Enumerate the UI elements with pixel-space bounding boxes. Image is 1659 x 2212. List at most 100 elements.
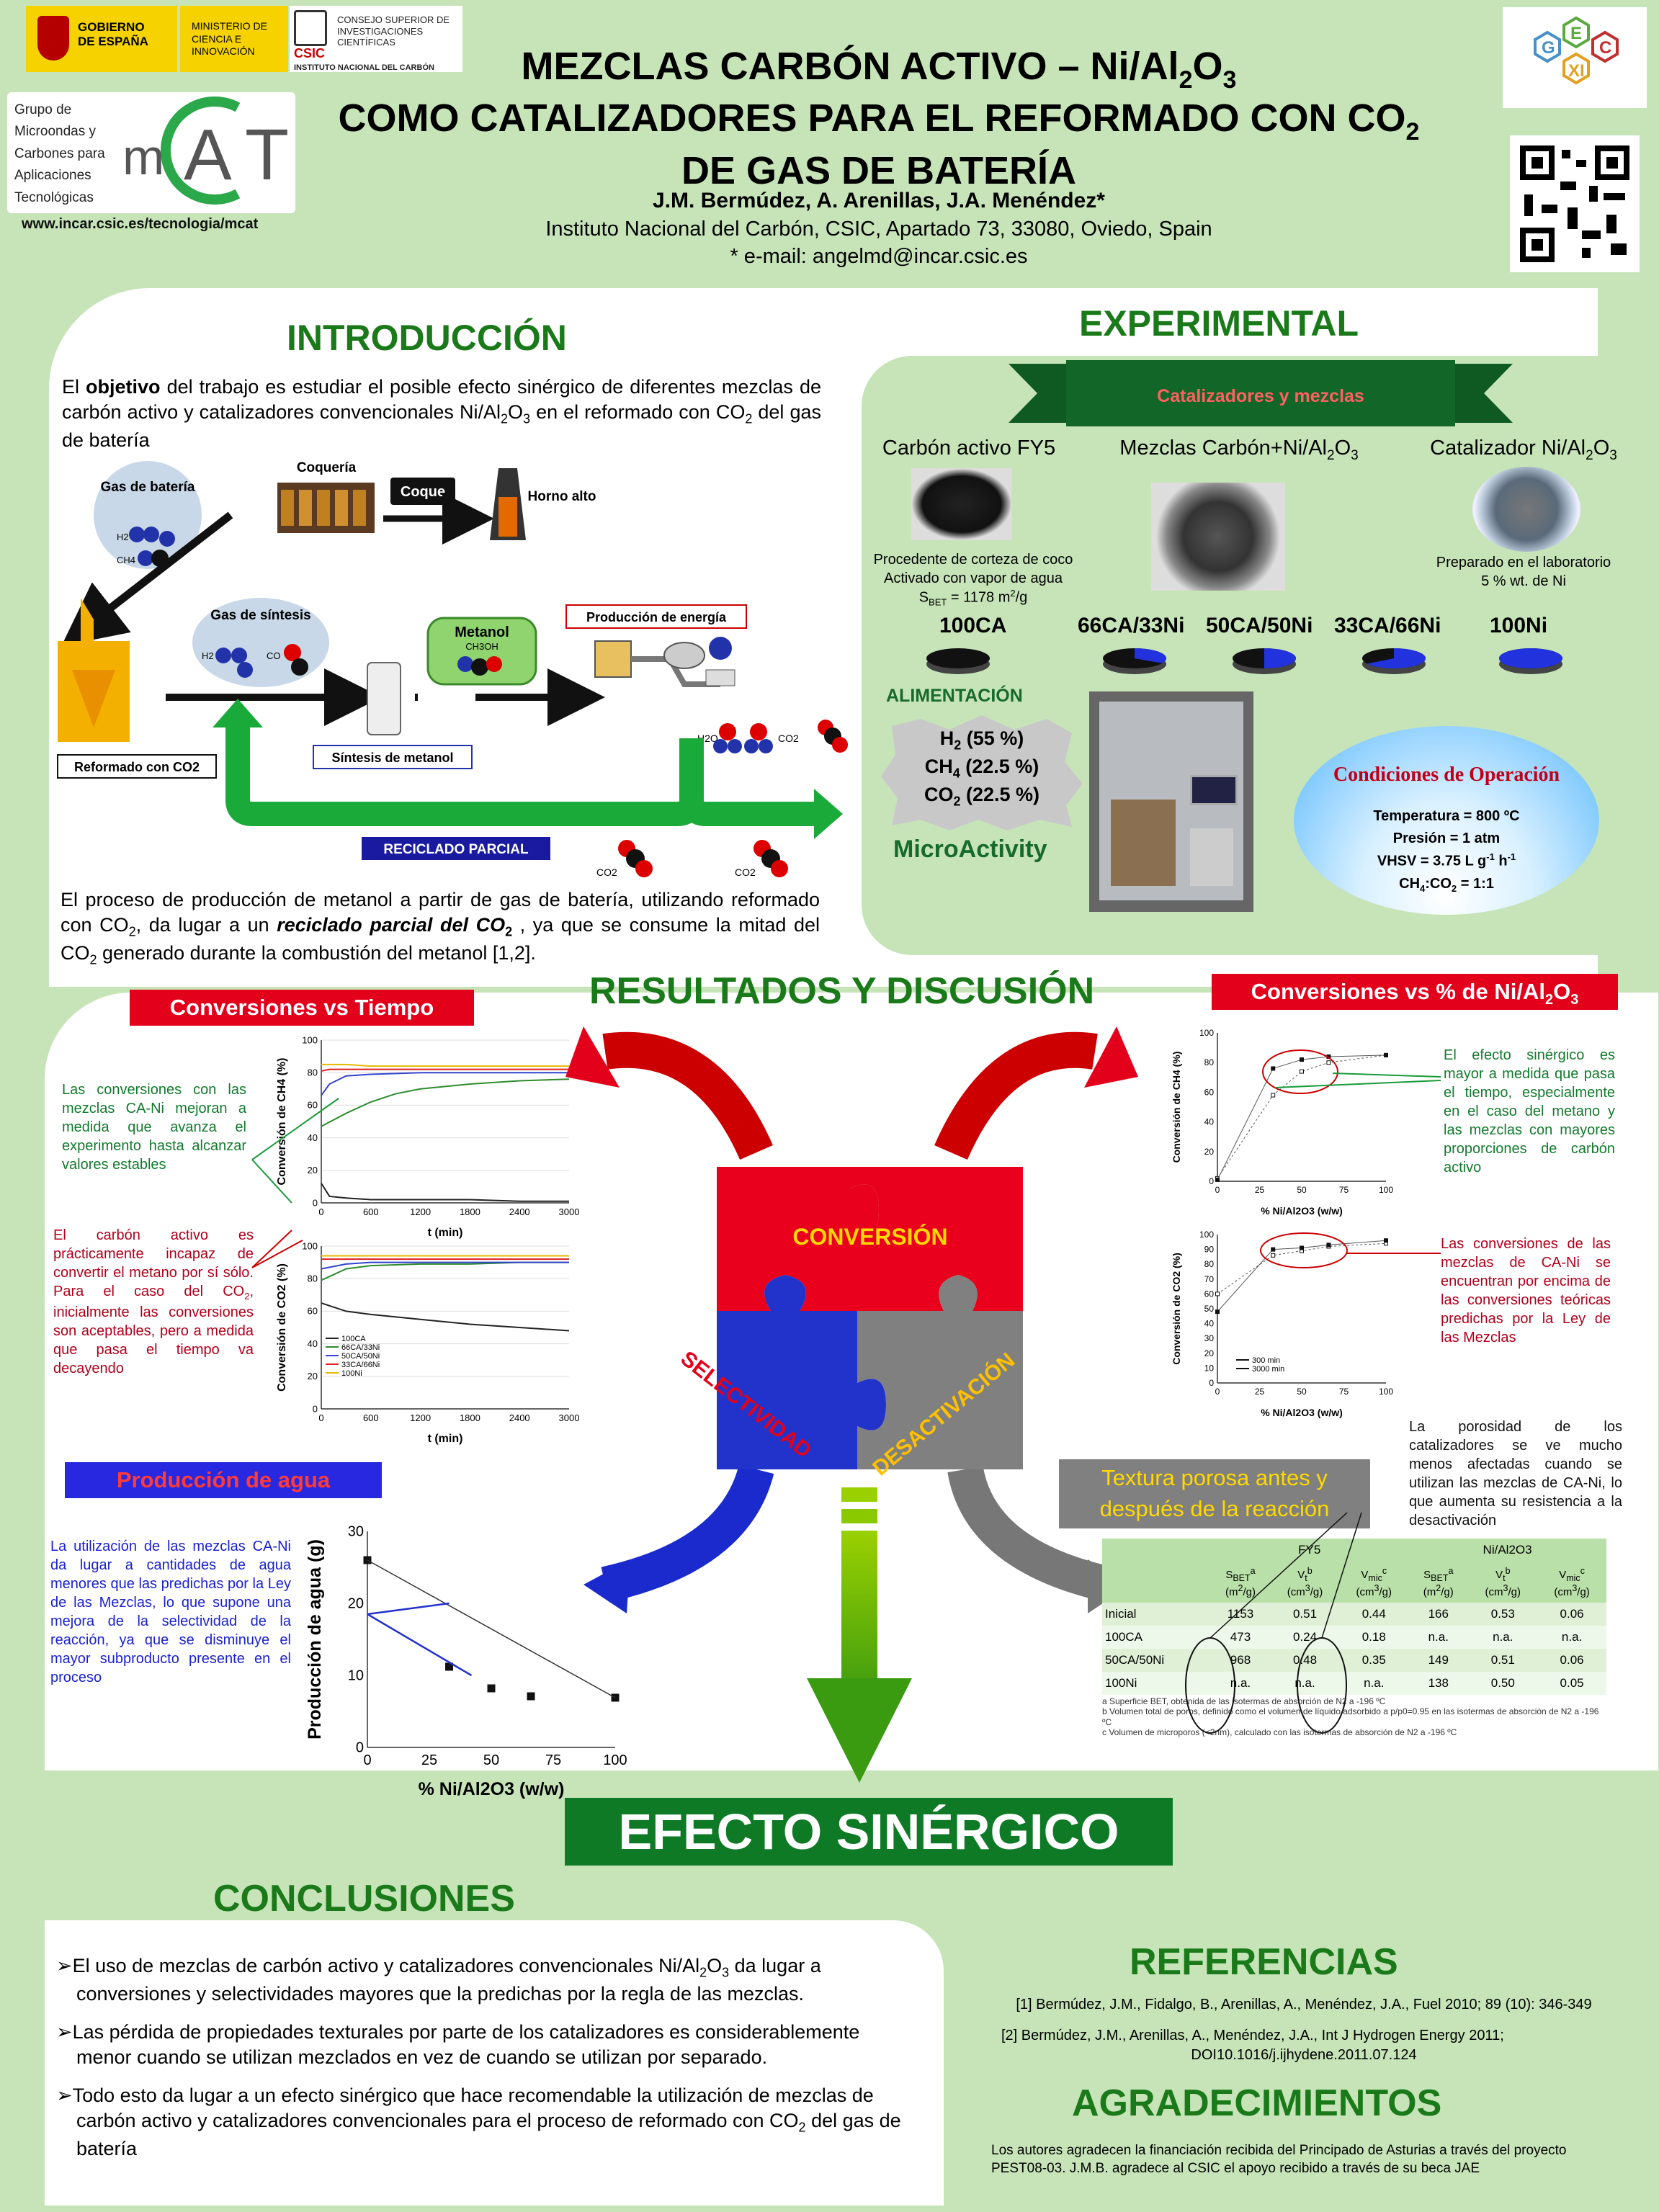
group-ni: Ni/Al2O3 [1483,1543,1532,1557]
annotation-time-red: El carbón activo es prácticamente incapa… [53,1227,254,1376]
y-tick-label: 60 [1204,1289,1215,1299]
feed-composition: H2 (55 %) CH4 (22.5 %) CO2 (22.5 %) [924,727,1040,808]
x-tick-label: 2400 [509,1206,530,1217]
y-tick-label: 60 [1204,1087,1215,1097]
references-heading: REFERENCIAS [1130,1941,1398,1983]
power-plant-icon [594,637,735,687]
col2-label: Mezclas Carbón+Ni/Al2O3 [1119,436,1359,463]
efecto-sinergico-banner: EFECTO SINÉRGICO [565,1798,1173,1866]
intro-paragraph-1: El objetivo del trabajo es estudiar el p… [62,376,821,451]
x-tick-label: 1200 [410,1412,431,1423]
x-tick-label: 50 [1297,1185,1307,1195]
conditions-title: Condiciones de Operación [1333,764,1560,786]
reciclado-tag [362,837,550,860]
x-tick-label: 50 [483,1752,499,1768]
poster-title: MEZCLAS CARBÓN ACTIVO – Ni/Al2O3 COMO CA… [338,45,1420,192]
y-axis-label: Conversión de CH4 (%) [1171,1052,1182,1163]
intro-paragraph-2: El proceso de producción de metanol a pa… [61,889,820,967]
legend-label: 33CA/66Ni [341,1361,380,1369]
arrow-to-time-chart [602,1031,773,1160]
authors: J.M. Bermúdez, A. Arenillas, J.A. Menénd… [653,189,1105,212]
x-tick-label: 0 [1215,1185,1220,1195]
banner-conversiones-ni: Conversiones vs % de Ni/Al2O3 [1212,974,1618,1010]
sintesis-label: Síntesis de metanol [331,751,453,765]
sample-names: 100CA 66CA/33Ni 50CA/50Ni 33CA/66Ni 100N… [864,614,1657,650]
legend-label: 100CA [341,1335,366,1343]
alimentacion-label: ALIMENTACIÓN [886,686,1023,706]
references-list: [1] Bermúdez, J.M., Fidalgo, B., Arenill… [965,1995,1642,2065]
y-tick-label: 0 [1209,1176,1214,1186]
conclusion-item-3: ➢Todo esto da lugar a un efecto sinérgic… [56,2085,901,2159]
series-line [321,1068,569,1072]
arrow-down-efecto [807,1678,912,1783]
puzzle-diagram: CONVERSIÓN SELECTIVIDAD DESACTIVACIÓN [565,1026,1138,1783]
reference-1: [1] Bermúdez, J.M., Fidalgo, B., Arenill… [1016,1997,1592,2012]
legend-label: 50CA/50Ni [341,1352,380,1361]
co2-label-1: CO2 [778,733,799,744]
qr-code[interactable] [1510,135,1640,272]
co2-label-2: CO2 [596,867,617,878]
microactivity-photo [1089,691,1253,912]
email[interactable]: * e-mail: angelmd@incar.csic.es [730,245,1028,268]
results-heading: RESULTADOS Y DISCUSIÓN [589,970,1095,1012]
legend-label: 300 min [1252,1356,1280,1365]
data-point [1300,1245,1304,1250]
feed-star [881,715,1083,830]
process-diagram: Gas de batería H2 CH4 Coquería Coque Hor… [57,460,848,878]
x-tick-label: 25 [1255,1387,1265,1397]
reference-2-doi[interactable]: DOI10.1016/j.ijhydene.2011.07.124 [1191,2047,1417,2063]
affiliation: Instituto Nacional del Carbón, CSIC, Apa… [545,218,1212,241]
y-tick-label: 30 [348,1524,364,1540]
qr-code-icon [1520,145,1629,262]
banner-conversiones-tiempo: Conversiones vs Tiempo [130,990,474,1026]
spain-shield-icon [37,16,69,61]
pie-ni [1499,648,1562,668]
banner-textura: Textura porosa antes y después de la rea… [1059,1459,1370,1528]
data-point [1215,1309,1220,1315]
group-url[interactable]: www.incar.csic.es/tecnologia/mcat [22,216,259,232]
mcat-logo: m A T [122,97,289,205]
y-tick-label: 0 [313,1197,318,1208]
x-axis-label: % Ni/Al2O3 (w/w) [419,1779,565,1799]
recycle-arrow [225,727,704,826]
gexic-hexagons-icon: G E X I C [1534,16,1619,85]
puzzle-selectividad [717,1275,886,1469]
data-point [1271,1247,1276,1252]
svg-text:H2: H2 [202,650,214,661]
ch4-label: CH4 [117,555,135,565]
gas-sintesis-label: Gas de síntesis [210,608,310,623]
logo-ministerio: MINISTERIO DE CIENCIA E INNOVACIÓN [180,6,288,72]
x-tick-label: 100 [1379,1185,1393,1195]
x-tick-label: 0 [363,1752,371,1768]
x-tick-label: 3000 [559,1412,580,1423]
pie-ni [1135,648,1166,663]
ch3oh-label: CH3OH [465,641,498,652]
y-tick-label: 80 [1204,1259,1215,1269]
coque-tag [390,478,455,505]
x-tick-label: 25 [1255,1185,1265,1195]
series-line [1217,1054,1387,1179]
col3-label: Catalizador Ni/Al2O3 [1430,436,1617,463]
metanol-box [426,617,537,686]
x-tick-label: 75 [545,1752,561,1768]
coque-label: Coque [401,484,445,500]
puzzle-desactivacion [857,1275,1023,1469]
data-point [1271,1253,1276,1258]
group-name: Grupo de Microondas y Carbones para Apli… [14,102,105,205]
x-axis-label: t (min) [428,1433,463,1445]
y-tick-label: 80 [308,1273,318,1284]
pie-ni [1367,648,1426,668]
y-tick-label: 100 [302,1240,318,1251]
sample-100ni: 100Ni [1490,614,1548,637]
annotation-ni-green: El efecto sinérgico es mayor a medida qu… [1444,1047,1615,1176]
puzzle-conversion-left [717,1167,879,1311]
y-tick-label: 20 [348,1596,364,1612]
data-point [1300,1057,1304,1062]
group-box: Grupo de Microondas y Carbones para Apli… [7,92,295,213]
acknowledgements-heading: AGRADECIMIENTOS [1072,2082,1442,2124]
reciclado-label: RECICLADO PARCIAL [383,842,529,857]
